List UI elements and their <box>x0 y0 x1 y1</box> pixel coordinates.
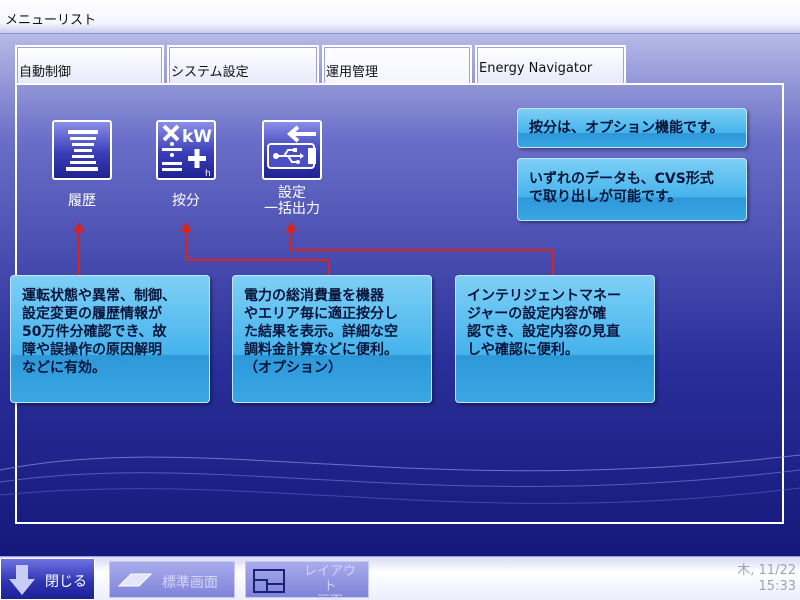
tab-energy-navigator[interactable]: Energy Navigator <box>475 45 626 84</box>
tab-label: Energy Navigator <box>479 61 593 76</box>
svg-text:h: h <box>205 169 211 178</box>
distribution-label: 按分 <box>172 193 200 209</box>
tab-auto-control[interactable]: 自動制御 <box>15 45 164 84</box>
distribution-callout: 電力の総消費量を機器 やエリア毎に適正按分し た結果を表示。詳細な空 調料金計算… <box>232 275 432 403</box>
distribution-button[interactable]: kW h <box>156 120 216 180</box>
history-button[interactable] <box>52 120 112 180</box>
settings-export-button[interactable] <box>262 120 322 180</box>
csv-note-callout: いずれのデータも、CVS形式 で取り出しが可能です。 <box>517 158 747 221</box>
close-label: 閉じる <box>45 574 87 590</box>
standard-screen-button[interactable]: 標準画面 <box>109 561 235 598</box>
standard-screen-label: 標準画面 <box>162 575 218 591</box>
history-label: 履歴 <box>68 193 96 209</box>
standard-screen-icon <box>117 573 153 587</box>
settings-export-label: 設定 一括出力 <box>264 185 320 217</box>
date-text: 木, 11/22 <box>737 563 796 578</box>
tab-system-settings[interactable]: システム設定 <box>167 45 319 84</box>
window-title-bar: メニューリスト <box>0 0 800 34</box>
tab-operation-management[interactable]: 運用管理 <box>322 45 472 85</box>
date-time-display: 木, 11/22 15:33 <box>737 563 796 595</box>
kw-distribution-icon: kW h <box>162 124 212 179</box>
tab-label: 運用管理 <box>326 65 379 80</box>
option-note-callout: 按分は、オプション機能です。 <box>517 108 747 148</box>
usb-export-icon <box>267 125 316 169</box>
history-icon <box>66 130 98 171</box>
tab-label: システム設定 <box>171 65 249 80</box>
layout-screen-icon <box>253 569 285 593</box>
close-button[interactable]: 閉じる <box>0 558 95 600</box>
arrow-down-icon <box>9 565 35 595</box>
tab-label: 自動制御 <box>19 65 72 80</box>
time-text: 15:33 <box>758 579 796 594</box>
layout-screen-label: レイアウト 画面 <box>303 564 356 600</box>
window-title: メニューリスト <box>5 13 97 28</box>
history-callout: 運転状態や異常、制御、 設定変更の履歴情報が 50万件分確認でき、故 障や誤操作… <box>10 275 210 403</box>
svg-text:kW: kW <box>182 127 212 147</box>
export-callout: インテリジェントマネー ジャーの設定内容が確 認でき、設定内容の見直 しや確認に… <box>455 275 655 403</box>
layout-screen-button[interactable]: レイアウト 画面 <box>245 561 369 600</box>
